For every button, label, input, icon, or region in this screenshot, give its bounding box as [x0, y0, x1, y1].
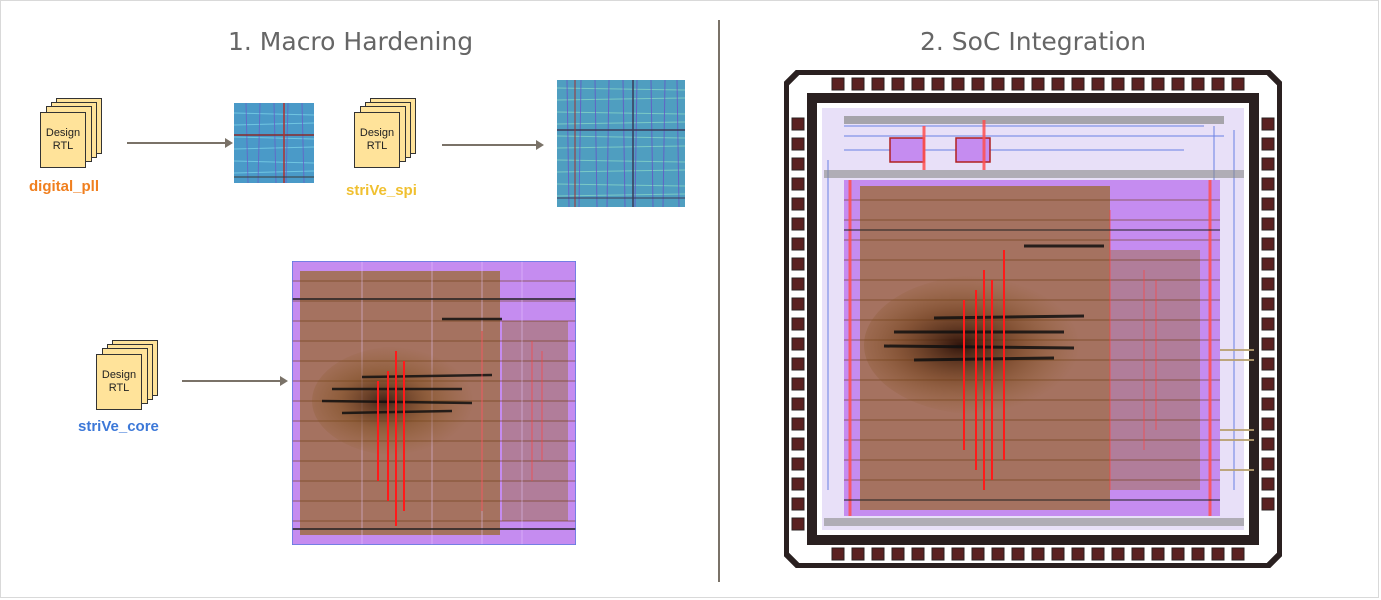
doc-label-rtl: RTL — [108, 382, 130, 394]
doc-label-rtl: RTL — [52, 140, 74, 152]
doc-label-design: Design — [359, 127, 395, 139]
arrow-core — [182, 376, 288, 386]
design-rtl-icon-pll: Design RTL — [40, 98, 110, 170]
strive-core-layout — [292, 261, 576, 545]
digital-pll-layout — [234, 103, 314, 183]
doc-sheet-front: Design RTL — [354, 112, 400, 168]
macro-label-strive-spi: striVe_spi — [346, 182, 417, 199]
arrow-spi — [442, 140, 544, 150]
doc-sheet-front: Design RTL — [40, 112, 86, 168]
strive-spi-layout — [557, 80, 685, 207]
macro-label-digital-pll: digital_pll — [29, 178, 100, 195]
design-rtl-icon-core: Design RTL — [96, 340, 166, 412]
arrow-pll — [127, 138, 233, 148]
io-pads — [791, 77, 1275, 561]
macro-hardening-title: 1. Macro Hardening — [228, 27, 474, 56]
macro-label-strive-core: striVe_core — [78, 418, 159, 435]
doc-label-design: Design — [101, 369, 137, 381]
doc-label-rtl: RTL — [366, 140, 388, 152]
section-divider — [718, 20, 720, 582]
doc-label-design: Design — [45, 127, 81, 139]
soc-integration-title: 2. SoC Integration — [920, 27, 1147, 56]
soc-chip-layout — [784, 70, 1282, 568]
doc-sheet-front: Design RTL — [96, 354, 142, 410]
design-rtl-icon-spi: Design RTL — [354, 98, 424, 170]
